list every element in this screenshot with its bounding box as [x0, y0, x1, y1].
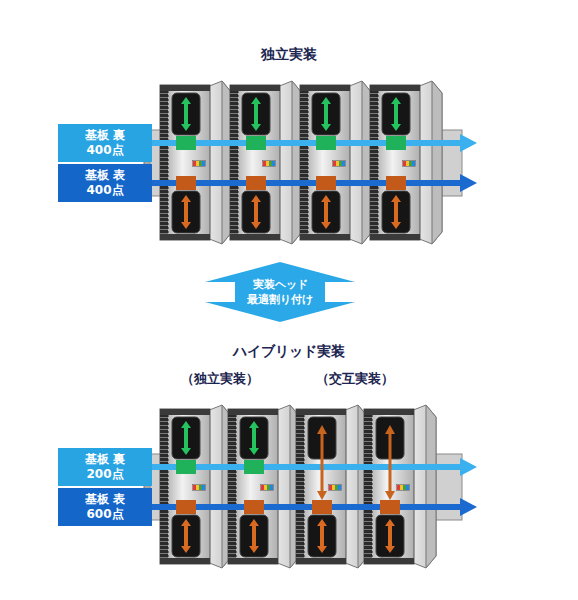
subsection-heading: （交互実装） — [316, 370, 394, 388]
green-pickup-square — [246, 136, 266, 150]
orange-pickup-square — [386, 176, 406, 190]
green-pickup-square — [176, 136, 196, 150]
orange-pickup-square — [380, 500, 400, 514]
green-head-arrow — [249, 421, 259, 455]
green-head-arrow — [251, 97, 261, 131]
subsection-heading: （独立実装） — [181, 370, 259, 388]
green-head-arrow — [391, 97, 401, 131]
mount-head — [160, 81, 232, 244]
green-head-arrow — [181, 421, 191, 455]
section-heading: ハイブリッド実装 — [233, 343, 345, 361]
mount-head — [364, 405, 436, 568]
alternate-transfer-arrow — [385, 425, 395, 500]
node-label: 基板 表 600点 — [75, 492, 135, 522]
flow-arrowhead — [460, 174, 477, 192]
flow-arrowhead — [460, 498, 477, 516]
head-assignment-arrow: 実装ヘッド 最適割り付け — [205, 262, 355, 322]
node-label: 基板 裏 400点 — [75, 128, 135, 158]
orange-pickup-square — [176, 500, 196, 514]
node-label: 基板 裏 200点 — [75, 452, 135, 482]
green-pickup-square — [316, 136, 336, 150]
green-head-arrow — [321, 97, 331, 131]
board-back-box: 基板 裏 400点 — [58, 124, 152, 162]
orange-pickup-square — [312, 500, 332, 514]
flow-line — [150, 504, 462, 510]
flow-arrowhead — [460, 134, 477, 152]
flow-arrowhead — [460, 458, 477, 476]
mount-head — [300, 81, 372, 244]
orange-pickup-square — [244, 500, 264, 514]
flow-line — [150, 180, 462, 186]
orange-pickup-square — [316, 176, 336, 190]
flow-line — [150, 464, 462, 470]
green-pickup-square — [244, 460, 264, 474]
green-pickup-square — [386, 136, 406, 150]
board-front-box: 基板 表 400点 — [58, 164, 152, 202]
board-front-box: 基板 表 600点 — [58, 488, 152, 526]
mount-head — [160, 405, 232, 568]
double-arrow-shape — [205, 262, 355, 322]
alternate-transfer-arrow — [317, 425, 327, 500]
node-label: 実装ヘッド 最適割り付け — [238, 277, 323, 307]
mount-head — [228, 405, 300, 568]
section-heading: 独立実装 — [261, 46, 317, 64]
mount-head — [296, 405, 368, 568]
orange-pickup-square — [246, 176, 266, 190]
mount-head — [230, 81, 302, 244]
green-head-arrow — [181, 97, 191, 131]
orange-pickup-square — [176, 176, 196, 190]
node-label: 基板 表 400点 — [75, 168, 135, 198]
double-arrow-outline — [205, 262, 355, 322]
mount-head — [370, 81, 442, 244]
flow-line — [150, 140, 462, 146]
board-back-box: 基板 裏 200点 — [58, 448, 152, 486]
green-pickup-square — [176, 460, 196, 474]
